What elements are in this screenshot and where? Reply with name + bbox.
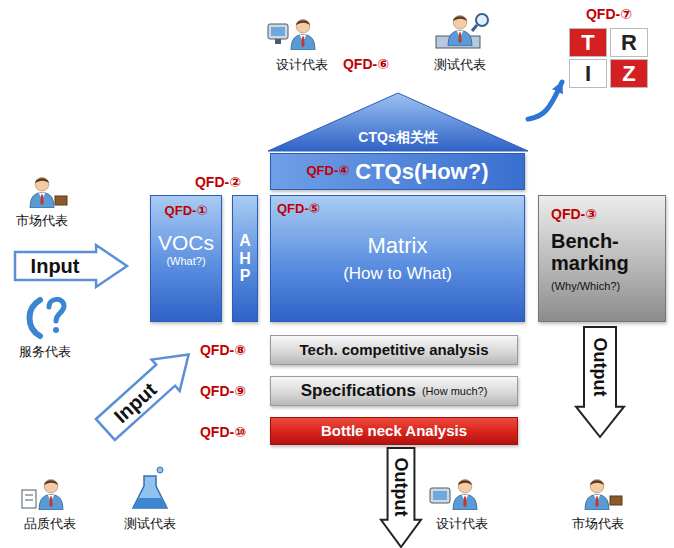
ahp-column: AHP (232, 195, 258, 322)
step-number: QFD-① (165, 204, 208, 219)
market-rep-icon (585, 479, 622, 510)
test-rep-icon (436, 14, 488, 48)
step-number: QFD-⑩ (200, 424, 246, 441)
design-rep-icon (430, 479, 477, 510)
step-number: QFD-④ (307, 164, 350, 179)
tech-analysis-bar: Tech. competitive analysis (270, 335, 518, 365)
box-title: CTQs(How?) (355, 159, 488, 184)
step-number: QFD-⑤ (277, 202, 320, 217)
logo-letter: R (610, 28, 648, 57)
step-number: QFD-⑧ (200, 342, 246, 359)
arrow-label: Output (392, 458, 410, 517)
role-label: 服务代表 (19, 344, 71, 360)
arrow-label: Input (31, 255, 80, 278)
block-arrow (381, 448, 421, 547)
input-arrow: Input (14, 244, 128, 288)
box-title: Matrix (368, 233, 428, 258)
step-number: QFD-③ (551, 206, 597, 222)
input-arrow: Input (90, 338, 204, 447)
market-rep-icon (30, 177, 67, 208)
specification-bar: Specifications (How much?) (270, 376, 518, 406)
test-flask-icon (133, 467, 167, 508)
bar-title: Specifications (301, 381, 416, 401)
step-number: QFD-② (195, 174, 241, 191)
box-title: Bench- marking (551, 230, 651, 274)
logo-letter: Z (610, 59, 648, 88)
bar-title: Tech. competitive analysis (300, 341, 489, 358)
logo-letter: I (569, 59, 607, 88)
bar-subtitle: (How much?) (422, 385, 487, 398)
roof-triangle (268, 93, 528, 151)
step-number: QFD-⑥ (343, 56, 389, 73)
quality-rep-icon (22, 479, 63, 510)
roof-title: CTQs相关性 (268, 129, 528, 145)
step-number: QFD-⑦ (563, 6, 655, 22)
correlation-roof: CTQs相关性 (268, 93, 528, 151)
output-arrow: Output (575, 326, 625, 438)
service-phone-icon (30, 299, 65, 336)
box-subtitle: (What?) (166, 255, 205, 268)
role-label: 品质代表 (24, 516, 76, 532)
relation-matrix: QFD-⑤ Matrix (How to What) (270, 195, 525, 322)
voc-column: QFD-① VOCs(What?) (150, 195, 222, 322)
curved-arrow (528, 82, 562, 119)
benchmarking-box: QFD-③ Bench- marking (Why/Which?) (538, 195, 666, 322)
box-subtitle: (Why/Which?) (551, 280, 620, 293)
output-arrow: Output (380, 447, 422, 548)
step-number: QFD-⑨ (200, 383, 246, 400)
block-arrow (91, 339, 202, 445)
bar-title: Bottle neck Analysis (321, 422, 467, 439)
bottleneck-bar: Bottle neck Analysis (270, 417, 518, 445)
block-arrow (15, 245, 127, 287)
box-title: AHP (237, 232, 253, 285)
ctq-bar: QFD-④ CTQs(How?) (270, 153, 525, 190)
block-arrow (576, 327, 624, 437)
design-rep-icon (268, 19, 315, 50)
role-label: 设计代表 (436, 516, 488, 532)
box-subtitle: (How to What) (343, 264, 452, 284)
role-label: 测试代表 (124, 516, 176, 532)
logo-letter: T (569, 28, 607, 57)
arrow-label: Output (591, 338, 609, 397)
role-label: 测试代表 (434, 57, 486, 73)
role-label: 市场代表 (572, 516, 624, 532)
role-label: 设计代表 (276, 57, 328, 73)
role-label: 市场代表 (16, 213, 68, 229)
triz-logo: QFD-⑦ TRIZ (563, 4, 655, 90)
box-title: VOCs (158, 231, 214, 255)
